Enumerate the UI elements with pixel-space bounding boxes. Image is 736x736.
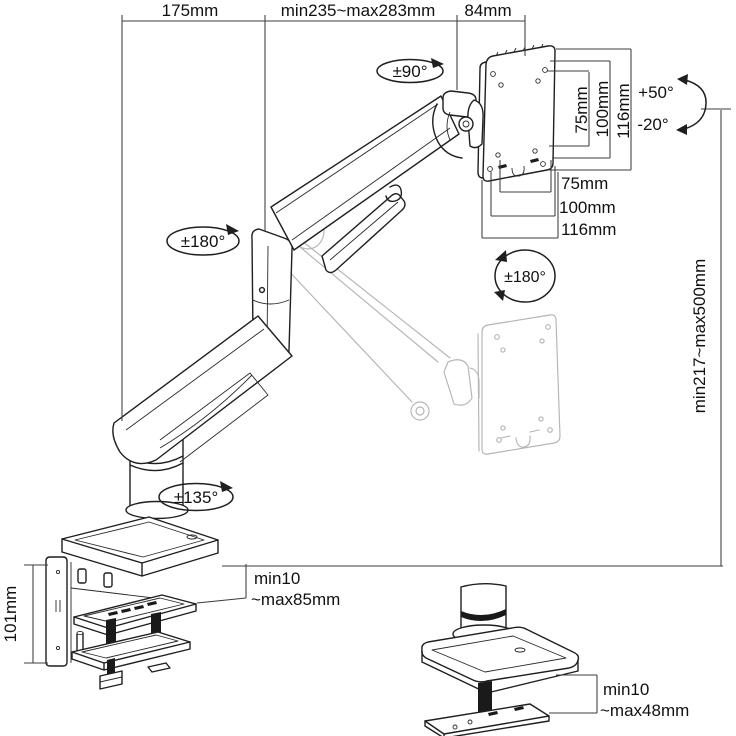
grommet-rod: [478, 681, 492, 718]
clamp-range-line2: ~max85mm: [251, 590, 340, 609]
vesa-side-100-label: 100mm: [593, 81, 612, 138]
clamp-range-dimension: [196, 564, 247, 604]
dimension-lines: [24, 15, 731, 714]
vesa-side-116-label: 116mm: [614, 83, 633, 138]
tilt-up-label: +50°: [638, 83, 674, 102]
base-swivel-label: ±135°: [174, 488, 219, 507]
monitor-swivel-label: ±90°: [392, 62, 427, 81]
height-dimension: [222, 108, 731, 567]
clamp-bolt-head: [99, 670, 123, 690]
vesa-bottom-dimension: [481, 160, 559, 239]
lower-jaw: [71, 631, 191, 664]
upper-jaw: [73, 594, 197, 629]
vesa-side-dimension: [547, 48, 632, 171]
tilt-down-label: -20°: [637, 115, 668, 134]
dim-label-84: 84mm: [464, 1, 511, 20]
vesa-rotation-arrow: [494, 249, 556, 303]
arm-swivel-label: ±180°: [181, 232, 226, 251]
vesa-side-75-label: 75mm: [572, 86, 591, 133]
vesa-plate: [477, 43, 556, 182]
base-swivel-arrow: [158, 481, 234, 512]
lower-arm: [112, 315, 293, 465]
grommet-mount: [421, 583, 580, 736]
dim-label-175: 175mm: [162, 1, 219, 20]
text-labels: 175mm min235~max283mm 84mm ±90° ±180° ±1…: [1, 1, 709, 720]
column-height-dimension: [24, 564, 48, 664]
upper-arm: [270, 95, 460, 274]
arm-assembly: [112, 43, 556, 520]
top-dimension: [121, 15, 526, 421]
vesa-bottom-116-label: 116mm: [561, 220, 616, 239]
monitor-swivel-arrow: [376, 58, 444, 84]
grommet-range-line2: ~max48mm: [600, 701, 689, 720]
ghost-arm-position: [283, 212, 561, 455]
dim-label-235-283: min235~max283mm: [281, 1, 436, 20]
pole: [125, 427, 189, 520]
vesa-rotation-label: ±180°: [504, 269, 546, 286]
grommet-range-dimension: [549, 674, 598, 714]
desk-clamp: [45, 516, 219, 690]
column-height-label: 101mm: [1, 586, 20, 643]
vesa-bottom-100-label: 100mm: [559, 198, 616, 217]
clamp-spine: [45, 556, 68, 667]
vesa-bottom-75-label: 75mm: [561, 174, 608, 193]
height-range-label: min217~max500mm: [690, 259, 709, 414]
monitor-joint: [432, 90, 484, 159]
tilt-arrow: [676, 74, 707, 135]
grommet-range-line1: min10: [603, 680, 649, 699]
rotation-indicators: [158, 58, 707, 512]
cable-clip: [385, 184, 403, 203]
clamp-range-line1: min10: [254, 569, 300, 588]
arm-swivel-arrow: [166, 224, 240, 256]
